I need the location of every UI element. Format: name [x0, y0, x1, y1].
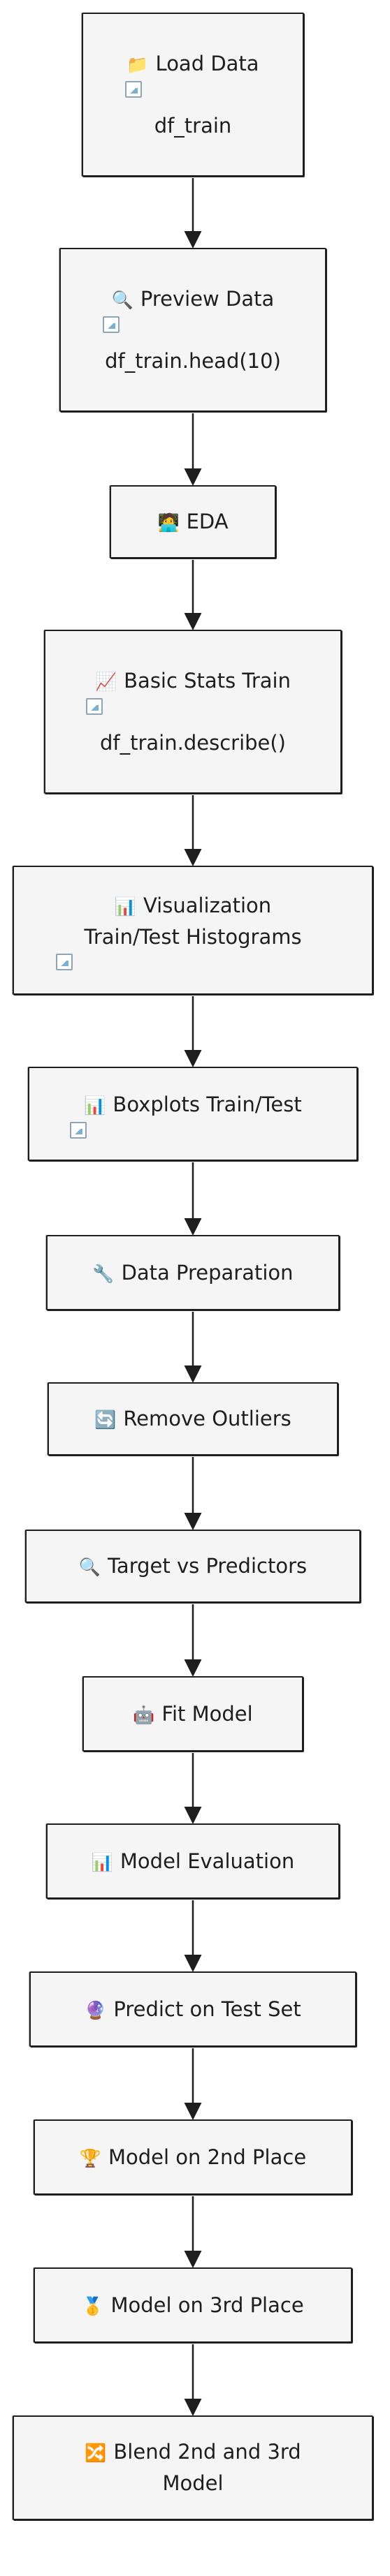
node-label: Remove Outliers	[123, 1407, 291, 1431]
node-label: Model on 2nd Place	[108, 2145, 307, 2169]
broken-image-icon	[125, 80, 142, 98]
node-label: Model Evaluation	[120, 1849, 295, 1873]
trophy-icon: 🏆	[79, 2147, 101, 2168]
node-label-line2: Train/Test Histograms	[84, 924, 302, 949]
node-label-line2: Model	[162, 2471, 224, 2495]
bar-chart-icon: 📊	[84, 1095, 106, 1116]
node-fit-model: 🤖 Fit Model	[82, 1676, 303, 1752]
wrench-icon: 🔧	[92, 1263, 115, 1284]
node-eda: 🧑‍💻 EDA	[110, 485, 276, 558]
node-load-data: 📁 Load Data df_train	[82, 13, 304, 177]
node-code: df_train.describe()	[100, 730, 286, 755]
broken-image-icon	[86, 697, 103, 715]
node-preview-data: 🔍 Preview Data df_train.head(10)	[59, 248, 326, 412]
node-label: Fit Model	[161, 1701, 253, 1726]
node-predict-test-set: 🔮 Predict on Test Set	[29, 1971, 356, 2047]
chart-increasing-icon: 📈	[95, 671, 117, 692]
node-remove-outliers: 🔄 Remove Outliers	[48, 1382, 338, 1456]
node-data-preparation: 🔧 Data Preparation	[46, 1235, 340, 1310]
node-model-3rd-place: 🥇 Model on 3rd Place	[34, 2267, 352, 2343]
broken-image-icon	[103, 316, 120, 333]
node-label: Predict on Test Set	[113, 1997, 301, 2021]
robot-icon: 🤖	[133, 1704, 155, 1725]
crystal-ball-icon: 🔮	[85, 1999, 107, 2020]
magnifier-icon: 🔍	[78, 1557, 101, 1578]
node-blend-models: 🔀 Blend 2nd and 3rd Model	[13, 2415, 373, 2520]
bar-chart-icon: 📊	[91, 1851, 113, 1872]
node-label: Data Preparation	[121, 1260, 294, 1285]
folder-icon: 📁	[127, 54, 149, 75]
node-label: Preview Data	[140, 286, 275, 311]
node-label: EDA	[186, 510, 229, 534]
broken-image-icon	[56, 954, 73, 971]
node-label: Model on 3rd Place	[110, 2293, 304, 2317]
refresh-icon: 🔄	[94, 1409, 117, 1430]
node-code: df_train.head(10)	[105, 348, 281, 373]
node-label: Visualization	[143, 893, 272, 917]
bar-chart-icon: 📊	[114, 896, 136, 917]
magnifier-icon: 🔍	[111, 289, 133, 310]
node-label: Basic Stats Train	[124, 668, 291, 693]
medal-icon: 🥇	[82, 2295, 104, 2316]
node-label: Load Data	[155, 51, 259, 75]
node-code: df_train	[154, 113, 232, 138]
node-target-vs-predictors: 🔍 Target vs Predictors	[25, 1530, 361, 1603]
node-boxplots: 📊 Boxplots Train/Test	[28, 1067, 358, 1161]
node-label: Target vs Predictors	[108, 1554, 308, 1578]
node-model-evaluation: 📊 Model Evaluation	[46, 1823, 340, 1899]
node-basic-stats-train: 📈 Basic Stats Train df_train.describe()	[44, 630, 342, 794]
technologist-icon: 🧑‍💻	[157, 512, 180, 533]
node-model-2nd-place: 🏆 Model on 2nd Place	[34, 2119, 352, 2195]
broken-image-icon	[70, 1121, 87, 1139]
shuffle-icon: 🔀	[85, 2443, 107, 2464]
node-label: Blend 2nd and 3rd	[113, 2440, 301, 2464]
node-visualization: 📊 Visualization Train/Test Histograms	[13, 866, 373, 995]
node-label: Boxplots Train/Test	[113, 1093, 302, 1117]
